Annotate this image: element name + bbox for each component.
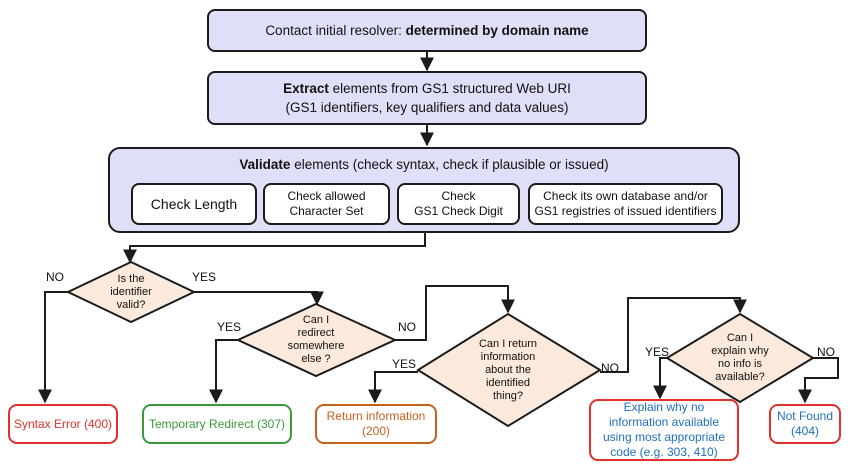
label-valid-no: NO xyxy=(46,270,64,284)
decision-return-line3: about the xyxy=(485,363,531,376)
decision-redirect-line2: redirect xyxy=(297,327,335,339)
resolver-prefix-text: Contact initial resolver: xyxy=(265,23,406,38)
outcome-not-found-line2: (404) xyxy=(790,424,819,438)
decision-redirect-line4: else ? xyxy=(301,353,331,365)
resolver-step: Contact initial resolver: determined by … xyxy=(207,9,647,52)
resolver-bold-text: determined by domain name xyxy=(405,23,589,38)
decision-explain-line2: explain why xyxy=(711,345,769,357)
decision-return-line2: information xyxy=(480,350,536,363)
label-explain-yes: YES xyxy=(645,345,670,359)
check-length: Check Length xyxy=(131,183,257,225)
label-redirect-yes: YES xyxy=(217,320,242,334)
decision-explain-diamond xyxy=(665,312,815,404)
arrow-valid-no xyxy=(38,291,68,404)
decision-return-line1: Can I return xyxy=(478,337,538,350)
outcome-syntax-error: Syntax Error (400) xyxy=(8,404,118,444)
arrow-redirect-yes xyxy=(209,339,238,404)
validate-title: Validate elements (check syntax, check i… xyxy=(110,157,738,172)
check-digit-line2: GS1 Check Digit xyxy=(414,204,503,218)
check-registries-line1: Check its own database and/or xyxy=(543,189,708,203)
decision-valid-line3: valid? xyxy=(116,298,146,311)
outcome-return-line1: Return information xyxy=(326,409,426,423)
arrow-redirect-no xyxy=(395,285,515,341)
arrow-validate-to-valid xyxy=(123,233,426,264)
extract-step: Extract elements from GS1 structured Web… xyxy=(207,71,647,125)
arrow-explain-yes xyxy=(653,357,667,400)
validate-rest-text: elements (check syntax, check if plausib… xyxy=(290,157,609,172)
decision-explain-line3: no info is xyxy=(717,358,762,370)
decision-redirect-line3: somewhere xyxy=(287,340,345,352)
arrow-valid-yes xyxy=(194,291,324,306)
arrow-returninfo-no xyxy=(600,297,747,373)
check-charset-line2: Character Set xyxy=(289,204,364,218)
arrow-returninfo-yes xyxy=(368,371,418,404)
extract-rest-text: elements from GS1 structured Web URI xyxy=(328,81,571,96)
outcome-explain-line2: information available xyxy=(608,415,720,429)
outcome-return-line2: (200) xyxy=(361,424,390,438)
decision-valid-line2: identifier xyxy=(110,285,152,298)
arrow-explain-no xyxy=(798,357,839,404)
outcome-explain-line4: code (e.g. 303, 410) xyxy=(610,445,718,459)
decision-return-line5: thing? xyxy=(493,389,523,402)
extract-bold-text: Extract xyxy=(283,81,329,96)
label-valid-yes: YES xyxy=(192,270,217,284)
outcome-temporary-redirect: Temporary Redirect (307) xyxy=(142,404,292,444)
decision-explain-line4: available? xyxy=(715,371,765,383)
outcome-return-information: Return information(200) xyxy=(315,404,437,444)
label-explain-no: NO xyxy=(817,345,835,359)
decision-return-info-diamond xyxy=(416,312,602,428)
validate-bold-text: Validate xyxy=(239,157,291,172)
outcome-redirect-text: Temporary Redirect (307) xyxy=(148,416,286,431)
decision-valid-line1: Is the xyxy=(117,272,145,285)
outcome-syntax-error-text: Syntax Error (400) xyxy=(13,416,113,431)
outcome-not-found-line1: Not Found xyxy=(776,409,834,423)
label-redirect-no: NO xyxy=(398,320,416,334)
label-return-info-no: NO xyxy=(601,361,619,375)
outcome-explain-line3: using most appropriate xyxy=(602,430,726,444)
extract-detail-text: (GS1 identifiers, key qualifiers and dat… xyxy=(285,100,569,115)
decision-return-line4: identified xyxy=(485,376,531,389)
decision-redirect-diamond xyxy=(235,302,398,378)
check-registries-line2: GS1 registries of issued identifiers xyxy=(534,204,717,218)
label-return-info-yes: YES xyxy=(392,357,417,371)
decision-redirect-line1: Can I xyxy=(302,314,330,326)
check-digit-line1: Check xyxy=(441,189,476,203)
decision-valid-diamond xyxy=(65,260,197,324)
decision-explain-line1: Can I xyxy=(726,332,754,344)
check-length-text: Check Length xyxy=(150,195,238,212)
outcome-not-found: Not Found(404) xyxy=(769,404,841,444)
outcome-explain-line1: Explain why no xyxy=(623,400,705,414)
check-charset-line1: Check allowed xyxy=(287,189,366,203)
